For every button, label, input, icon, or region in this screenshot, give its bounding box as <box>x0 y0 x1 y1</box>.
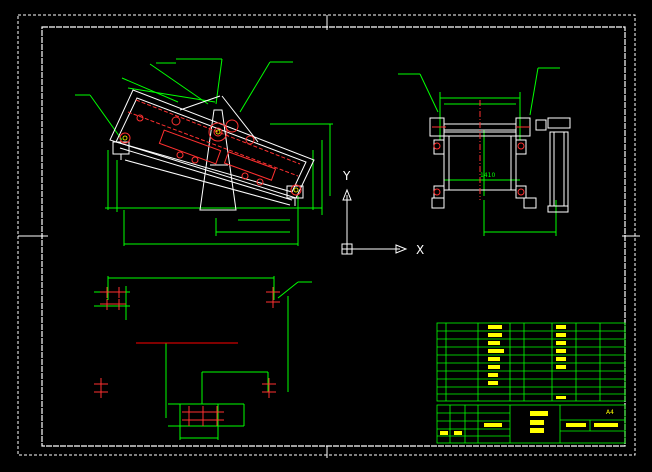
title-block-text-marks <box>440 411 618 435</box>
ucs-y-label: Y <box>342 169 351 183</box>
front-view-fasteners <box>122 129 299 193</box>
sheet-size-tag: A4 <box>606 409 614 416</box>
side-view-dim-text: 1410 <box>480 172 495 179</box>
parts-list-cols <box>445 323 601 401</box>
bolt-group-tr <box>266 287 280 308</box>
front-view-hidden <box>119 99 302 196</box>
bolt-group-bottom <box>182 406 224 426</box>
ucs-icon: Y X <box>341 169 424 257</box>
bolt-group-bl <box>94 378 108 398</box>
front-view-dimensions <box>75 58 333 246</box>
title-block: A4 <box>436 404 626 444</box>
sheet-border <box>17 14 640 458</box>
foundation-bolts <box>94 287 280 426</box>
front-view <box>75 58 333 246</box>
title-block-frame <box>436 404 626 444</box>
screen-body <box>109 89 315 211</box>
parts-list-rows <box>437 330 625 395</box>
ucs-x-label: X <box>416 243 424 257</box>
parts-list-text-marks <box>488 325 566 399</box>
foundation-plan <box>94 276 312 440</box>
outer-frame <box>17 14 636 456</box>
parts-list-frame <box>436 322 626 402</box>
side-view: 1410 <box>398 67 571 236</box>
parts-list <box>436 322 626 402</box>
side-view-hidden <box>432 100 530 200</box>
bolt-group-br <box>262 378 276 398</box>
side-view-frame <box>429 117 571 213</box>
bolt-group-tl <box>100 287 126 310</box>
inner-frame <box>41 26 626 447</box>
side-view-dimensions <box>398 67 560 236</box>
